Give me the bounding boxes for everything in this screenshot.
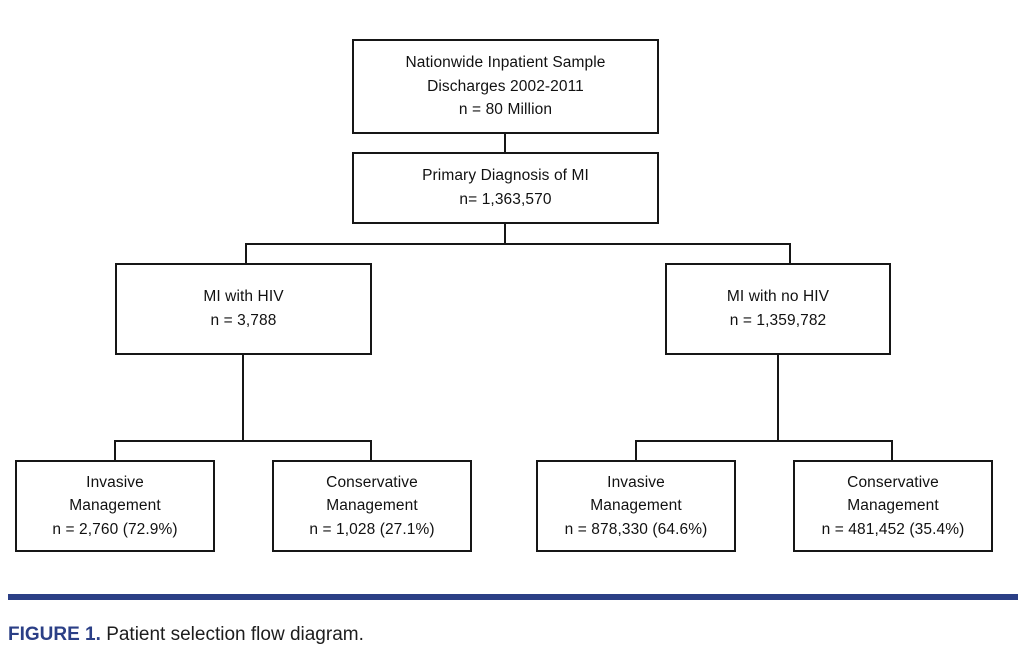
node-hiv-conservative-line2: Management [326,497,418,515]
node-nohiv-invasive-count: n = 878,330 (64.6%) [564,520,708,538]
node-nationwide-inpatient-sample: Nationwide Inpatient Sample Discharges 2… [352,39,659,134]
connector-hiv-stem [242,355,244,440]
connector-hiv-to-invasive [114,440,116,460]
node-mi-label: Primary Diagnosis of MI [422,167,589,185]
node-nohiv-conservative-count: n = 481,452 (35.4%) [821,520,965,538]
connector-mi-to-hiv [245,243,247,263]
figure-caption: FIGURE 1. Patient selection flow diagram… [8,623,1018,648]
figure-caption-text: Patient selection flow diagram. [106,624,364,645]
node-root-line2: Discharges 2002-2011 [427,77,584,95]
connector-hiv-split-bar [114,440,372,442]
node-hiv-invasive-count: n = 2,760 (72.9%) [52,520,178,538]
node-hiv-conservative-management: Conservative Management n = 1,028 (27.1%… [272,460,472,552]
node-nohiv-conservative-line2: Management [847,497,939,515]
node-nohiv-label: MI with no HIV [726,288,830,306]
node-root-line1: Nationwide Inpatient Sample [405,54,606,72]
node-nohiv-invasive-line2: Management [590,497,682,515]
node-nohiv-count: n = 1,359,782 [729,312,827,329]
node-nohiv-conservative-line1: Conservative [847,473,939,491]
connector-nohiv-stem [777,355,779,440]
node-root-count: n = 80 Million [458,101,553,119]
node-hiv-conservative-line1: Conservative [326,473,418,491]
connector-nohiv-to-invasive [635,440,637,460]
node-mi-count: n= 1,363,570 [459,191,552,208]
node-hiv-conservative-count: n = 1,028 (27.1%) [309,520,435,538]
connector-root-to-mi [504,134,506,152]
connector-nohiv-to-conservative [891,440,893,460]
node-hiv-invasive-line2: Management [69,497,161,515]
connector-mi-stem [504,224,506,243]
node-nohiv-invasive-management: Invasive Management n = 878,330 (64.6%) [536,460,736,552]
connector-hiv-to-conservative [370,440,372,460]
connector-mi-split-bar [245,243,791,245]
node-hiv-count: n = 3,788 [210,312,277,329]
node-mi-with-hiv: MI with HIV n = 3,788 [115,263,372,355]
figure-label: FIGURE 1. [8,624,101,645]
node-hiv-label: MI with HIV [203,288,284,306]
node-mi-with-no-hiv: MI with no HIV n = 1,359,782 [665,263,891,355]
connector-mi-to-nohiv [789,243,791,263]
figure-divider-rule [8,594,1018,600]
node-nohiv-invasive-line1: Invasive [607,473,665,491]
node-hiv-invasive-management: Invasive Management n = 2,760 (72.9%) [15,460,215,552]
node-hiv-invasive-line1: Invasive [86,473,144,491]
node-nohiv-conservative-management: Conservative Management n = 481,452 (35.… [793,460,993,552]
node-primary-diagnosis-mi: Primary Diagnosis of MI n= 1,363,570 [352,152,659,224]
connector-nohiv-split-bar [635,440,893,442]
